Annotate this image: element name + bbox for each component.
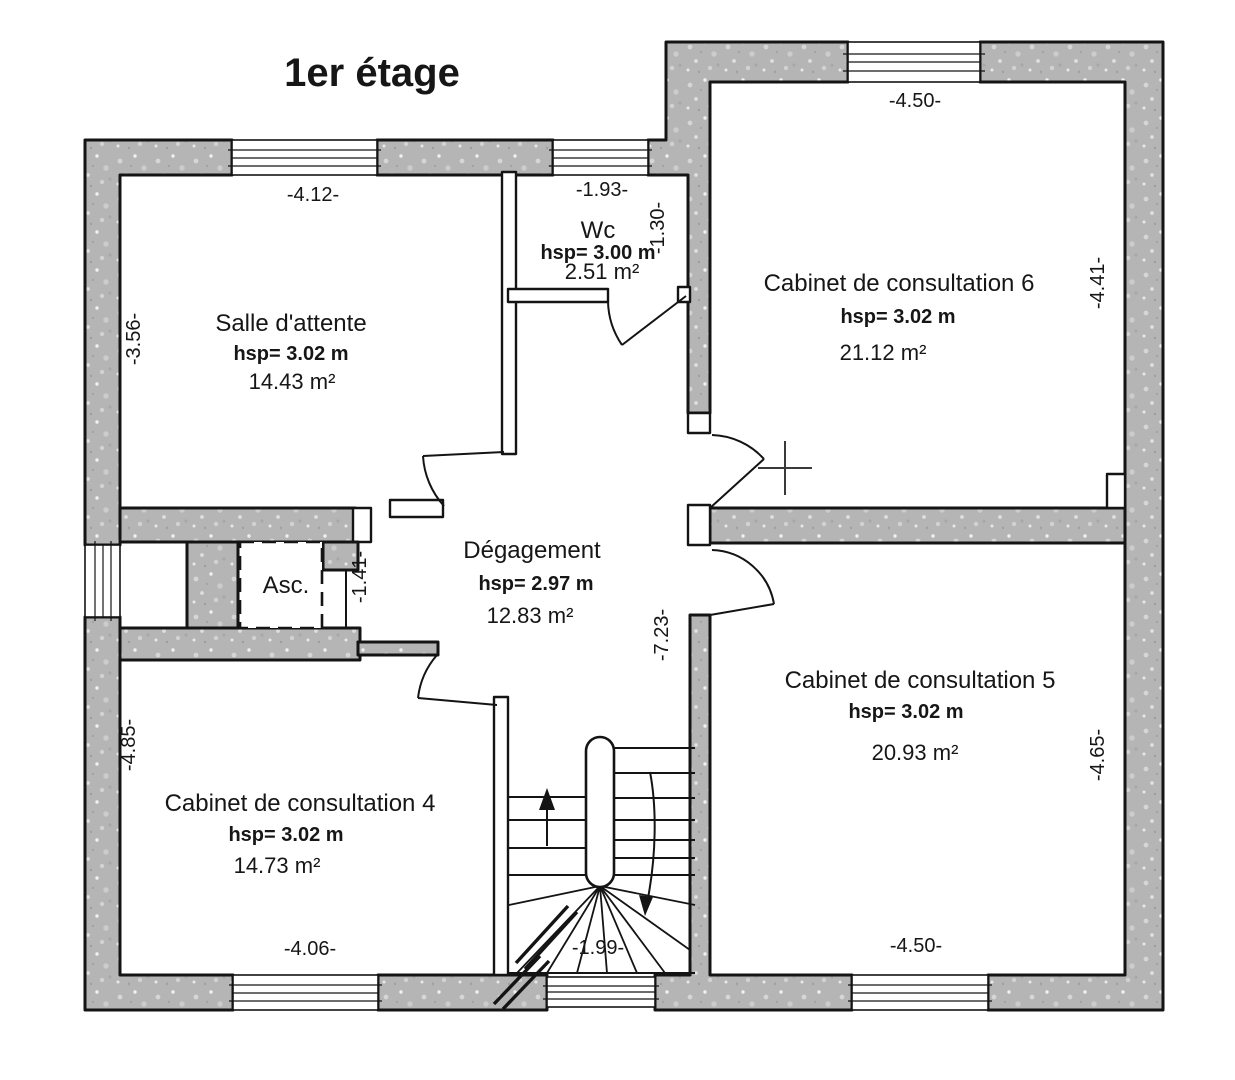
stair-break-line <box>523 910 579 971</box>
wall-topleft-corner <box>83 138 234 547</box>
room-hsp-deg: hsp= 2.97 m <box>478 573 593 595</box>
elevator-wall-right <box>321 540 360 572</box>
c4-door-stub <box>356 640 440 657</box>
stair-break-line <box>514 904 570 965</box>
stair-arrow-down <box>647 771 656 899</box>
stair-fan-line <box>546 885 601 974</box>
stair-fan-line <box>599 885 691 951</box>
stair-break-line <box>501 959 551 1011</box>
dim-cab6-right: -4.41- <box>1087 257 1109 309</box>
room-area-wc: 2.51 m² <box>565 259 640 284</box>
wall-divider-c6-c5 <box>708 506 1127 545</box>
c5-door-leaf <box>709 603 775 616</box>
doors <box>417 295 775 706</box>
dim-stairs-bottom: -1.99- <box>572 937 624 959</box>
stair-fan-line <box>508 885 601 906</box>
stair-newel <box>584 735 616 889</box>
elevator-wall-left <box>185 540 240 632</box>
room-area-salle: 14.43 m² <box>249 369 336 394</box>
c5-door-arc <box>711 549 775 605</box>
wall-stairwell-west <box>492 695 510 977</box>
wall-top-middle <box>375 138 555 177</box>
dim-wc-right: -1.30- <box>647 202 669 254</box>
elevator-jamb <box>351 506 373 544</box>
wall-salle-divider <box>500 170 518 456</box>
c6-c5-divider-jamb <box>686 503 712 547</box>
stair-fan-line <box>516 885 601 974</box>
room-area-cab4: 14.73 m² <box>234 853 321 878</box>
stair-fan-line <box>599 885 608 974</box>
windows <box>84 41 992 1011</box>
window-cab6-top <box>843 41 985 83</box>
stair-arrow-up-head <box>539 788 555 810</box>
room-area-cab6: 21.12 m² <box>840 340 927 365</box>
stair-fan-line <box>599 885 666 974</box>
room-hsp-cab4: hsp= 3.02 m <box>228 824 343 846</box>
stair-arrow-down-head <box>639 895 653 916</box>
elevator-shaft <box>118 506 373 662</box>
elevator-car-dashed <box>238 540 324 630</box>
window-salle-top <box>228 139 381 176</box>
room-label-asc: Asc. <box>263 572 310 599</box>
c4-door-leaf <box>417 697 498 706</box>
salle-door-arc <box>422 455 445 507</box>
salle-door-stub <box>388 498 445 519</box>
c6-door-leaf <box>709 458 765 509</box>
window-cab4-bottom <box>229 974 382 1011</box>
wc-door-leaf <box>621 295 687 346</box>
c6-door-arc <box>711 434 765 460</box>
window-stairs-bottom <box>543 976 659 1008</box>
wall-spine-upper <box>646 40 850 415</box>
dim-cab5-right: -4.65- <box>1087 729 1109 781</box>
dim-cab6-top: -4.50- <box>889 90 941 112</box>
staircase <box>492 735 696 1011</box>
dim-cab5-bottom: -4.50- <box>890 935 942 957</box>
wall-notch <box>1105 472 1127 510</box>
stair-break-line <box>492 954 542 1006</box>
dim-salle-left: -3.56- <box>123 313 145 365</box>
salle-door-leaf <box>422 451 505 457</box>
room-hsp-wc: hsp= 3.00 m <box>540 242 655 264</box>
window-left-wall <box>84 541 121 621</box>
room-hsp-cab6: hsp= 3.02 m <box>840 306 955 328</box>
room-hsp-salle: hsp= 3.02 m <box>233 343 348 365</box>
dim-asc-passage: -1.41- <box>349 551 371 603</box>
page-title: 1er étage <box>284 51 460 95</box>
stair-fan-line <box>599 885 638 974</box>
c6-door-jamb-top <box>686 411 712 435</box>
room-label-deg: Dégagement <box>463 537 601 564</box>
c4-door-arc <box>417 654 438 699</box>
interior-walls <box>356 170 712 977</box>
wc-door-arc <box>607 300 623 346</box>
room-label-wc: Wc <box>581 217 616 244</box>
room-label-cab4: Cabinet de consultation 4 <box>165 790 436 817</box>
room-label-salle: Salle d'attente <box>215 310 366 337</box>
dim-cab4-left: -4.85- <box>118 719 140 771</box>
stair-fan-line <box>576 885 601 974</box>
wc-door-jamb <box>676 285 692 304</box>
room-label-cab6: Cabinet de consultation 6 <box>764 270 1035 297</box>
window-wc-top <box>549 139 652 176</box>
room-area-cab5: 20.93 m² <box>872 740 959 765</box>
dim-cab4-bottom: -4.06- <box>284 938 336 960</box>
wall-wc-bottom <box>506 287 610 304</box>
room-area-deg: 12.83 m² <box>487 603 574 628</box>
elevator-wall-bottom <box>118 626 362 662</box>
wall-bottom-middle <box>376 973 549 1012</box>
window-cab5-bottom <box>848 974 992 1011</box>
cross-marker <box>758 441 812 495</box>
elevator-wall-top <box>118 506 357 544</box>
dim-salle-top: -4.12- <box>287 184 339 206</box>
dim-wc-top: -1.93- <box>576 179 628 201</box>
labels: 1er étage Salle d'attente hsp= 3.02 m 14… <box>118 51 1109 960</box>
room-label-cab5: Cabinet de consultation 5 <box>785 667 1056 694</box>
exterior-walls <box>83 40 1165 1012</box>
room-hsp-cab5: hsp= 3.02 m <box>848 701 963 723</box>
dim-deg-right: -7.23- <box>651 609 673 661</box>
